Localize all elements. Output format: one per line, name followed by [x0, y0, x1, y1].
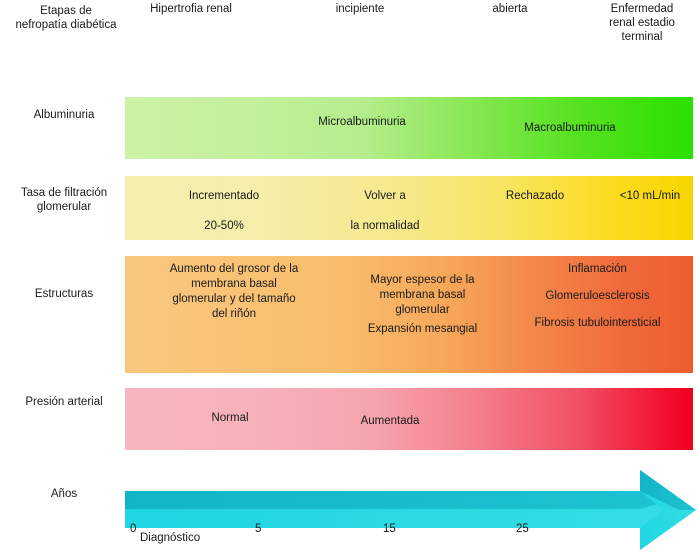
years-timeline-arrow	[123, 466, 698, 554]
stage-header-hipertrofia-renal: Hipertrofia renal	[150, 3, 232, 15]
page-title: Etapas de nefropatía diabética	[15, 5, 117, 31]
cell-volver-normalidad: Volver a la normalidad	[350, 190, 420, 232]
axis-tick-5: 5	[255, 523, 262, 535]
cell-menos-10-ml-min: <10 mL/min	[619, 190, 681, 202]
row-label-albuminuria: Albuminuria	[33, 109, 95, 121]
cell-normal: Normal	[211, 412, 249, 424]
bar-tasa-filtracion-glomerular: Incrementado 20-50% Volver a la normalid…	[125, 176, 693, 240]
cell-aumentada: Aumentada	[360, 415, 420, 427]
axis-tick-25: 25	[516, 523, 529, 535]
cell-glomeruloesclerosis: Glomeruloesclerosis	[545, 290, 650, 302]
cell-inflamacion: Inflamación	[568, 263, 627, 275]
cell-mayor-espesor-membrana: Mayor espesor de la membrana basal glome…	[370, 274, 475, 316]
cell-incrementado: Incrementado 20-50%	[188, 190, 260, 232]
bar-estructuras: Aumento del grosor de la membrana basal …	[125, 256, 693, 373]
stage-header-abierta: abierta	[492, 3, 528, 15]
row-label-anos: Años	[50, 488, 78, 500]
row-label-tasa-filtracion-glomerular: Tasa de filtración glomerular	[20, 187, 108, 213]
stage-header-incipiente: incipiente	[335, 3, 385, 15]
axis-origin-note: Diagnóstico	[140, 532, 201, 544]
bar-albuminuria: Microalbuminuria Macroalbuminuria	[125, 97, 693, 159]
cell-aumento-grosor-membrana: Aumento del grosor de la membrana basal …	[169, 263, 299, 320]
bar-presion-arterial: Normal Aumentada	[125, 388, 693, 450]
row-label-presion-arterial: Presión arterial	[25, 396, 103, 408]
cell-rechazado: Rechazado	[505, 190, 565, 202]
axis-tick-15: 15	[383, 523, 396, 535]
years-axis: 0 Diagnóstico 5 15 25	[0, 523, 698, 557]
axis-tick-0: 0	[130, 523, 137, 535]
stage-header-enfermedad-renal-terminal: Enfermedad renal estadio terminal	[609, 3, 675, 43]
cell-microalbuminuria: Microalbuminuria	[318, 116, 406, 128]
cell-fibrosis-tubulointersticial: Fibrosis tubulointersticial	[534, 317, 661, 329]
cell-expansion-mesangial: Expansión mesangial	[367, 323, 478, 335]
cell-macroalbuminuria: Macroalbuminuria	[524, 122, 616, 134]
row-label-estructuras: Estructuras	[34, 288, 94, 300]
